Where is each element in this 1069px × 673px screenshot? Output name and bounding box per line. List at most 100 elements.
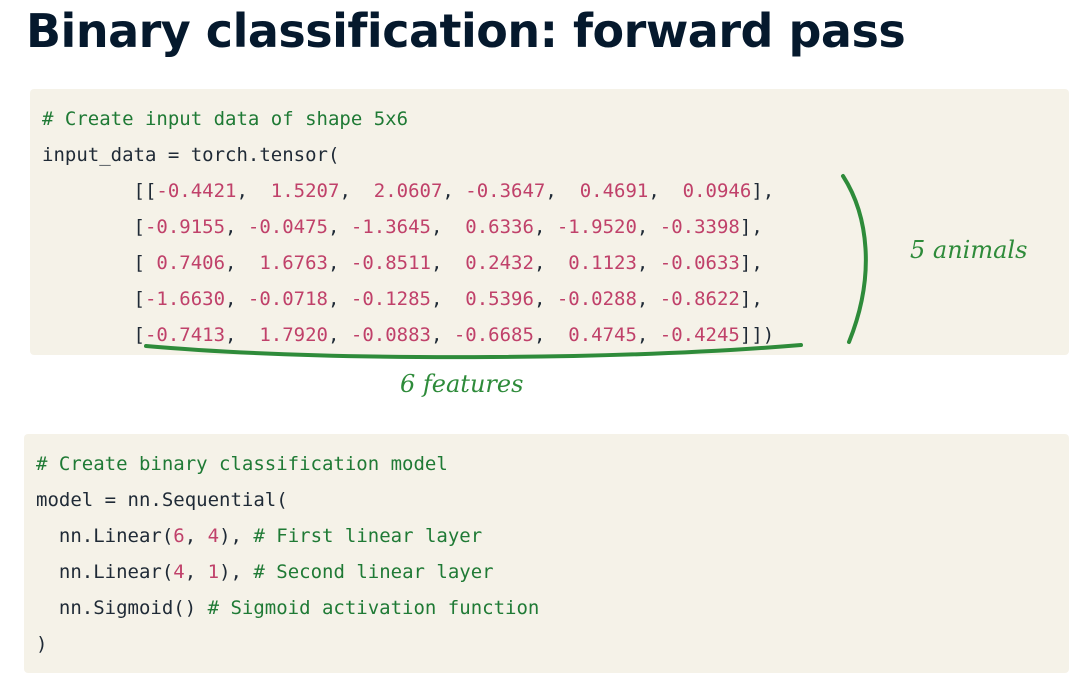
code-number: 0.2432 [465,252,534,274]
code-number: -0.0883 [350,324,431,346]
code-text: ]]) [739,324,775,346]
code-text: , [328,252,351,274]
code-number: 0.5396 [465,288,534,310]
code-text: , [636,324,660,346]
code-number: -0.0718 [247,288,328,310]
code-number: 0.7406 [156,252,226,274]
code-text: , [236,180,271,202]
code-number: -0.8511 [350,252,431,274]
code-line: [[-0.4421, 1.5207, 2.0607, -0.3647, 0.46… [42,180,775,202]
code-text: ], [739,216,763,238]
code-text: , [533,288,557,310]
code-comment: # Second linear layer [253,561,494,583]
code-text: ], [739,252,763,274]
columns-annotation-label: 6 features [400,370,524,398]
code-number: -1.9520 [556,216,637,238]
code-text: , [648,180,683,202]
code-number: -0.7413 [144,324,226,346]
code-comment: # First linear layer [253,525,483,547]
code-line: nn.Linear(6, 4), # First linear layer [36,525,482,547]
code-line: [-0.7413, 1.7920, -0.0883, -0.6685, 0.47… [42,324,775,346]
slide-title: Binary classification: forward pass [26,4,906,58]
code-text: , [430,288,466,310]
code-text: [ [42,324,145,346]
code-number: -1.6630 [144,288,226,310]
code-text: , [339,180,374,202]
code-number: 1.7920 [259,324,328,346]
code-number: -0.6685 [453,324,534,346]
code-text: model = nn.Sequential( [36,489,288,511]
code-line: [ 0.7406, 1.6763, -0.8511, 0.2432, 0.112… [42,252,763,274]
code-text: [ [42,216,145,238]
code-number: 0.6336 [465,216,534,238]
code-text: ) [36,633,48,655]
code-text: , [442,180,466,202]
code-number: -0.9155 [144,216,226,238]
code-text: , [225,216,248,238]
code-line: input_data = torch.tensor( [42,144,339,166]
code-text: , [533,324,569,346]
code-number: -0.8622 [659,288,740,310]
code-number: 0.4745 [568,324,637,346]
code-text: nn.Linear( [36,525,174,547]
code-text: , [328,288,351,310]
code-text: , [430,324,454,346]
code-text: ], [739,288,763,310]
code-number: 4 [173,561,185,583]
code-number: 0.4691 [579,180,649,202]
code-line: model = nn.Sequential( [36,489,288,511]
code-text: ], [751,180,775,202]
code-comment: # Sigmoid activation function [207,597,540,619]
code-number: -0.0633 [659,252,740,274]
code-number: 1 [207,561,220,583]
code-text: , [430,252,466,274]
code-text: , [545,180,580,202]
code-number: 0.1123 [568,252,637,274]
code-text: , [636,252,660,274]
code-number: -0.4245 [659,324,740,346]
code-model: # Create binary classification model mod… [36,446,539,662]
code-text: , [184,561,208,583]
code-number: 4 [207,525,220,547]
code-line: ) [36,633,47,655]
code-text: input_data = torch.tensor( [42,144,340,166]
code-number: 1.5207 [270,180,340,202]
code-text: , [533,252,569,274]
code-text: , [533,216,557,238]
code-text: [[ [42,180,157,202]
code-text: , [636,216,660,238]
code-line: [-0.9155, -0.0475, -1.3645, 0.6336, -1.9… [42,216,763,238]
code-line: nn.Sigmoid() # Sigmoid activation functi… [36,597,539,619]
code-block-input-data: # Create input data of shape 5x6 input_d… [30,89,1069,355]
code-line: [-1.6630, -0.0718, -0.1285, 0.5396, -0.0… [42,288,763,310]
code-text: ), [219,525,254,547]
code-block-model: # Create binary classification model mod… [24,434,1069,673]
code-text: , [328,324,351,346]
code-line: # Create input data of shape 5x6 [42,108,408,130]
code-text: [ [42,252,157,274]
code-text: , [225,252,260,274]
rows-annotation-label: 5 animals [910,236,1028,264]
code-line: nn.Linear(4, 1), # Second linear layer [36,561,494,583]
code-number: 2.0607 [373,180,443,202]
code-text: ), [219,561,254,583]
code-text: , [184,525,208,547]
code-number: -0.0288 [556,288,637,310]
code-text: [ [42,288,145,310]
code-number: -0.0475 [247,216,328,238]
code-number: -0.1285 [350,288,431,310]
code-number: 6 [173,525,185,547]
code-comment: # Create input data of shape 5x6 [42,108,409,130]
code-number: 0.0946 [682,180,752,202]
code-number: -1.3645 [350,216,431,238]
code-number: 1.6763 [259,252,328,274]
code-number: -0.4421 [156,180,237,202]
code-line: # Create binary classification model [36,453,448,475]
code-text: , [636,288,660,310]
code-text: , [328,216,351,238]
code-text: nn.Sigmoid() [36,597,208,619]
code-number: -0.3398 [659,216,740,238]
code-text: , [225,324,260,346]
code-input-data: # Create input data of shape 5x6 input_d… [42,101,774,353]
code-comment: # Create binary classification model [36,453,448,475]
